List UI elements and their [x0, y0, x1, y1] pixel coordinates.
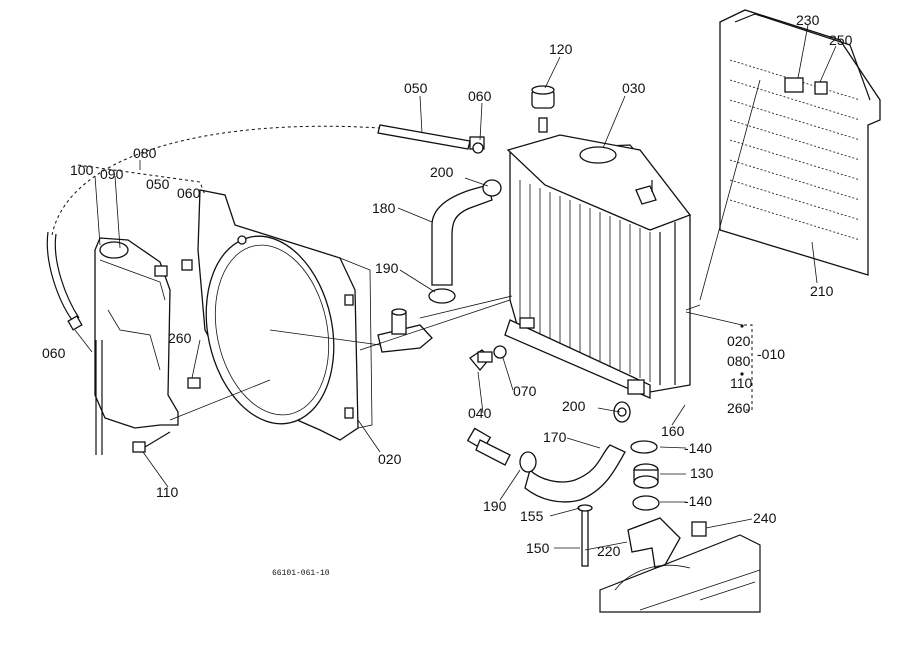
radiator-fins [519, 180, 651, 382]
label-190-bottom: 190 [483, 498, 507, 514]
part-labels: 050 060 120 030 230 250 080 100 090 050 … [42, 12, 853, 578]
label-070: 070 [513, 383, 537, 399]
label-210: 210 [810, 283, 834, 299]
bolt-110 [132, 431, 171, 453]
label-190-mid: 190 [375, 260, 399, 276]
reference-lines [169, 295, 513, 421]
drawing-number: 66101-061-10 [272, 569, 330, 578]
clamp-200-top [482, 179, 502, 197]
label-200-bottom: 200 [562, 398, 586, 414]
reserve-tank [94, 237, 179, 455]
label-group-080: 080 [727, 353, 751, 369]
radiator-assembly [504, 134, 692, 399]
label-040: 040 [468, 405, 492, 421]
label-160: 160 [661, 423, 685, 439]
drain-cock [469, 345, 507, 372]
water-flange [377, 308, 433, 353]
label-080-left: 080 [133, 145, 157, 161]
label-150: 150 [526, 540, 550, 556]
radiator-cap [531, 85, 555, 133]
lower-hose-170 [466, 401, 631, 503]
group-bracket-010 [685, 79, 761, 411]
label-060-top: 060 [468, 88, 492, 104]
label-030: 030 [622, 80, 646, 96]
label-180: 180 [372, 200, 396, 216]
fan-shroud [181, 189, 373, 441]
label-170: 170 [543, 429, 567, 445]
label-group-010: -010 [757, 346, 785, 362]
label-group-260: 260 [727, 400, 751, 416]
label-250: 250 [829, 32, 853, 48]
radiator-screen [719, 9, 881, 276]
label-240: 240 [753, 510, 777, 526]
label-120: 120 [549, 41, 573, 57]
label-110-left: 110 [156, 484, 179, 500]
label-group-020: 020 [727, 333, 751, 349]
label-050-top: 050 [404, 80, 428, 96]
label-140-b: -140 [684, 493, 712, 509]
radiator-mount [577, 440, 707, 569]
label-200-top: 200 [430, 164, 454, 180]
label-group-110: 110 [730, 375, 753, 391]
label-050-left: 050 [146, 176, 170, 192]
tractor-frame [599, 534, 761, 613]
label-100: 100 [70, 162, 94, 178]
label-220: 220 [597, 543, 621, 559]
label-155: 155 [520, 508, 544, 524]
upper-pipe-050 [377, 124, 485, 150]
label-020-main: 020 [378, 451, 402, 467]
leader-lines [74, 24, 837, 551]
label-090: 090 [100, 166, 124, 182]
label-260-left: 260 [168, 330, 192, 346]
label-140-a: -140 [684, 440, 712, 456]
label-060-far: 060 [42, 345, 66, 361]
label-060-left: 060 [177, 185, 201, 201]
bolt-260 [187, 377, 201, 389]
upper-hose-180 [428, 184, 493, 304]
label-230: 230 [796, 12, 820, 28]
clamp-060-top [472, 142, 484, 154]
overflow-hose [46, 125, 381, 331]
filler-neck [579, 146, 617, 164]
label-130: 130 [690, 465, 714, 481]
